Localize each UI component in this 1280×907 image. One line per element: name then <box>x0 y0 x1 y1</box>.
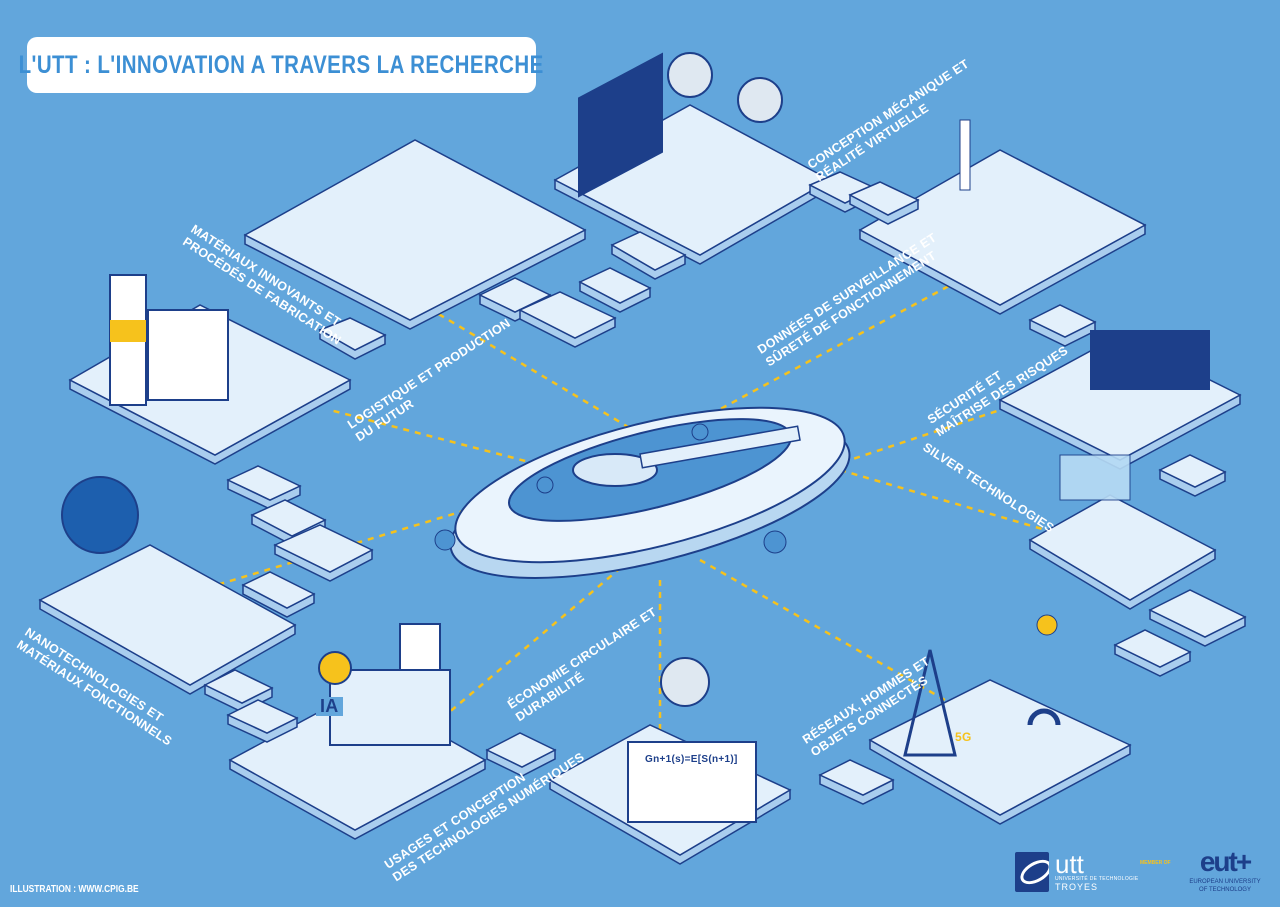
whiteboard-icon <box>627 741 757 823</box>
chimney-stripe <box>110 320 146 342</box>
platform-silver <box>1028 494 1217 610</box>
title-banner: L'UTT : L'INNOVATION A TRAVERS LA RECHER… <box>19 37 544 93</box>
campus-building <box>434 406 851 579</box>
utt-logo[interactable]: utt UNIVERSITÉ DE TECHNOLOGIE TROYES <box>1015 849 1139 892</box>
security-laptop-icon <box>1090 330 1210 390</box>
step-tile <box>226 699 299 743</box>
utt-emblem-icon <box>1015 852 1049 892</box>
robot-arm-icon <box>959 119 971 191</box>
platform-materiaux <box>243 139 587 330</box>
step-tile <box>578 267 652 313</box>
nanostructure-sphere-icon <box>61 476 139 554</box>
utt-subtitle: UNIVERSITÉ DE TECHNOLOGIE <box>1055 876 1139 882</box>
email-at-icon <box>318 651 352 685</box>
lightbulb-icon <box>1036 614 1058 636</box>
platform-nano <box>38 544 297 695</box>
antenna-tower-icon <box>903 649 957 757</box>
step-tile <box>273 524 374 582</box>
eut-logo[interactable]: eut+ EUROPEAN UNIVERSITY OF TECHNOLOGY <box>1180 846 1270 894</box>
platform-robotics <box>858 149 1147 315</box>
page-title: L'UTT : L'INNOVATION A TRAVERS LA RECHER… <box>18 50 545 79</box>
step-tile <box>818 759 895 805</box>
monitor-icon <box>329 669 451 746</box>
utt-name: utt <box>1055 849 1084 879</box>
illustration-credit: ILLUSTRATION : WWW.CPIG.BE <box>10 883 139 895</box>
step-tile <box>318 317 387 360</box>
gear-icon <box>667 52 713 98</box>
step-tile <box>1028 304 1097 347</box>
step-tile <box>241 571 316 618</box>
step-tile <box>848 181 920 225</box>
laptop-icon <box>578 52 663 198</box>
globe-icon <box>660 657 710 707</box>
headphones-icon <box>1027 708 1061 726</box>
connection-lines <box>199 278 1091 740</box>
step-tile <box>1148 589 1247 647</box>
eut-line-1: EUROPEAN UNIVERSITY <box>1189 879 1261 885</box>
platform-reseaux <box>868 679 1132 825</box>
step-tile <box>1158 454 1227 497</box>
step-tile <box>610 231 687 280</box>
eut-line-2: OF TECHNOLOGY <box>1199 887 1251 893</box>
utt-city: TROYES <box>1055 882 1099 892</box>
factory-icon <box>147 309 229 401</box>
step-tile <box>485 732 557 777</box>
health-screen-icon <box>1059 454 1131 501</box>
ai-badge: IA <box>316 697 343 716</box>
network-badge: 5G <box>955 730 972 744</box>
member-of-label: MEMBER OF <box>1140 860 1171 866</box>
whiteboard-formula: Gn+1(s)=E[S(n+1)] <box>645 754 738 765</box>
eut-wordmark: eut+ <box>1199 846 1252 877</box>
step-tile <box>518 291 617 348</box>
step-tile <box>1113 629 1192 677</box>
gear-icon <box>737 77 783 123</box>
